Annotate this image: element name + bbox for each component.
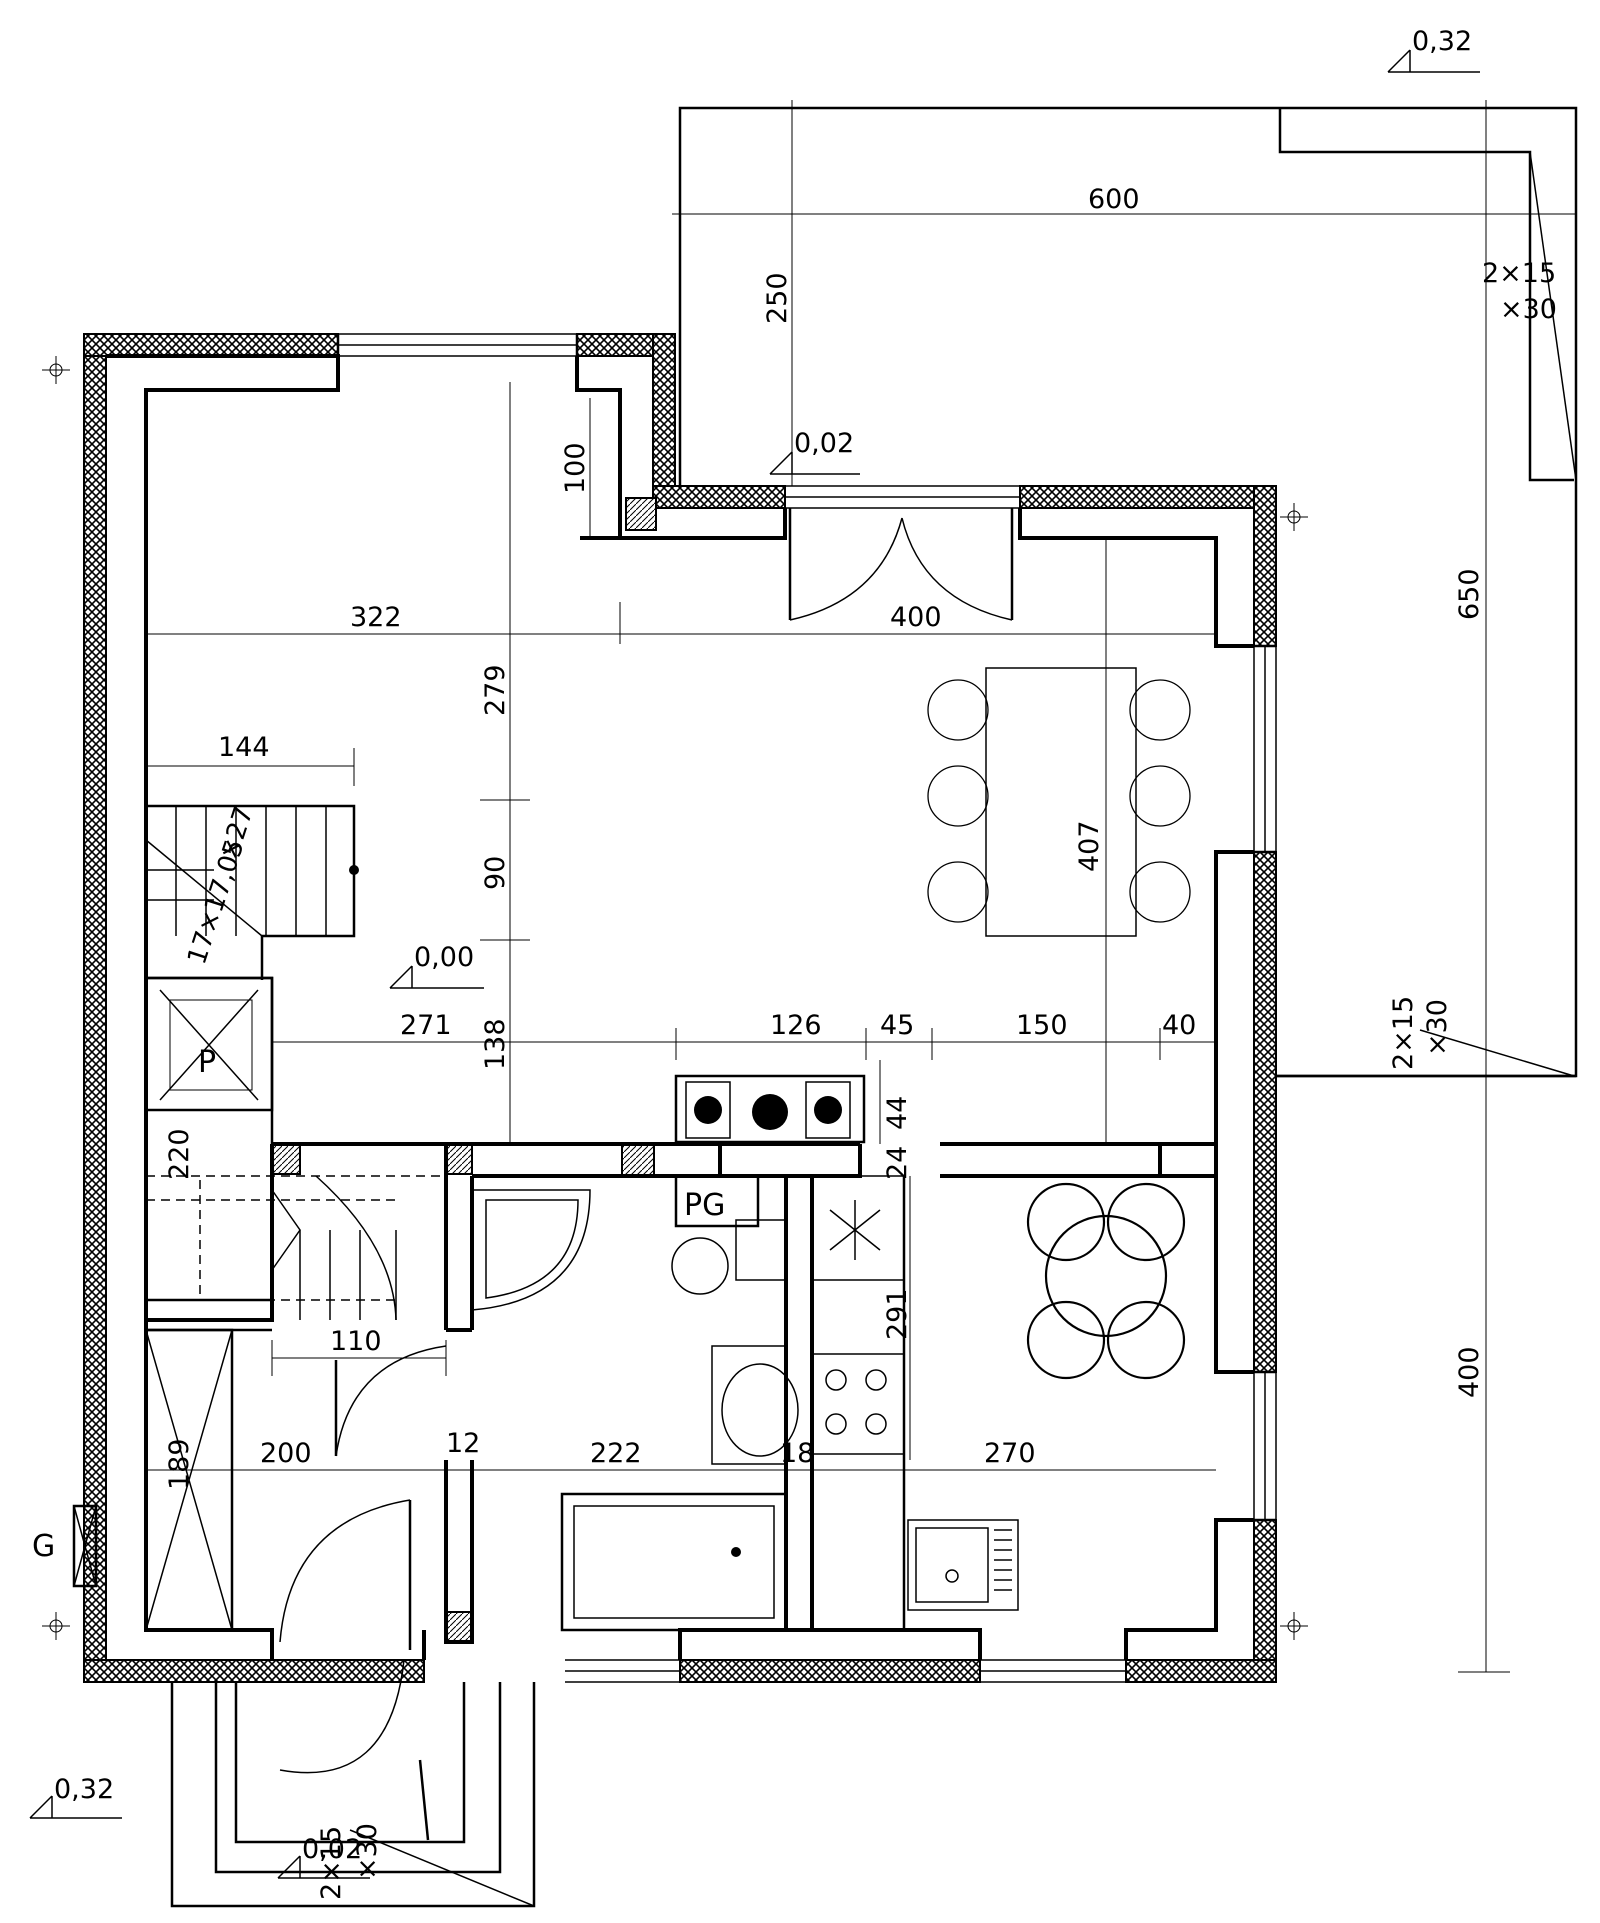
dim-living-322: 322	[350, 602, 402, 633]
dim-row-200: 200	[260, 1438, 312, 1469]
window-bottom-kitchen	[980, 1659, 1126, 1683]
stair-terrace-right-2: ×30	[1500, 294, 1557, 325]
dim-stair-144: 144	[218, 732, 270, 763]
level-terrace-step: 0,02	[794, 428, 854, 459]
window-right-upper	[1253, 644, 1277, 854]
dim-wall-100: 100	[560, 442, 591, 494]
level-top-right: 0,32	[1412, 26, 1472, 57]
texts: 0,32 0,02 0,00 0,32 0,02 2×15 ×30 2×15 ×…	[32, 26, 1557, 1900]
stair-entrance-2: ×30	[352, 1823, 383, 1880]
dim-right-400: 400	[1454, 1346, 1485, 1398]
dim-row-12: 12	[446, 1428, 480, 1459]
dim-kitchen-291: 291	[882, 1288, 913, 1340]
dim-terrace-depth: 250	[762, 272, 793, 324]
stair-side-1: 2×15	[1388, 996, 1419, 1070]
level-floor: 0,00	[414, 942, 474, 973]
dim-living-400: 400	[890, 602, 942, 633]
stair-terrace-right-1: 2×15	[1482, 258, 1556, 289]
entrance-steps	[170, 1682, 536, 1908]
interior-walls	[146, 388, 1216, 1644]
dim-row-18: 18	[780, 1438, 814, 1469]
dim-row-40: 40	[1162, 1010, 1196, 1041]
dim-terrace-length: 650	[1454, 568, 1485, 620]
dim-chimney-24: 24	[882, 1146, 913, 1180]
dim-row-126: 126	[770, 1010, 822, 1041]
level-entrance-step: 0,02	[302, 1834, 362, 1865]
terrace	[678, 106, 1578, 1078]
dim-height-138: 138	[480, 1018, 511, 1070]
stair-main-2: ×27	[214, 803, 259, 864]
dim-height-90: 90	[480, 856, 511, 890]
level-bottom-left: 0,32	[54, 1774, 114, 1805]
round-table	[1026, 1182, 1186, 1380]
stair-entrance-1: 2×15	[316, 1826, 347, 1900]
dim-terrace-width: 600	[1088, 184, 1140, 215]
window-top-left	[336, 333, 579, 357]
staircase	[144, 804, 446, 1320]
windows	[336, 333, 1277, 1683]
dim-row-271: 271	[400, 1010, 452, 1041]
dim-hall-220: 220	[164, 1128, 195, 1180]
chair	[927, 679, 1191, 923]
boiler-label: PG	[684, 1188, 725, 1223]
pantry-label: P	[198, 1045, 216, 1080]
window-bottom-bath	[565, 1659, 680, 1683]
bathroom-fixtures	[471, 1189, 799, 1632]
stair-side-2: ×30	[1422, 999, 1453, 1056]
boiler-corner	[674, 1074, 866, 1228]
doors	[279, 1175, 447, 1841]
dim-row-150: 150	[1016, 1010, 1068, 1041]
dimension-lines	[146, 100, 1576, 1673]
exterior-walls	[83, 333, 1277, 1683]
level-markers	[29, 49, 1480, 1879]
terrace-door	[785, 485, 1020, 621]
gas-cabinet	[72, 1504, 98, 1588]
closet	[144, 1328, 234, 1632]
dim-hall-110: 110	[330, 1326, 382, 1357]
window-right-lower	[1253, 1370, 1277, 1522]
dim-chimney-44: 44	[882, 1096, 913, 1130]
gas-label: G	[32, 1529, 55, 1564]
dim-row-270: 270	[984, 1438, 1036, 1469]
kitchen-fixtures	[811, 1175, 1019, 1630]
dim-vest-189: 189	[164, 1438, 195, 1490]
dim-row-45: 45	[880, 1010, 914, 1041]
axis-marks	[42, 356, 1308, 1640]
dim-row-222: 222	[590, 1438, 642, 1469]
dim-dining-407: 407	[1074, 820, 1105, 872]
dim-height-279: 279	[480, 664, 511, 716]
dining-table	[927, 667, 1191, 937]
